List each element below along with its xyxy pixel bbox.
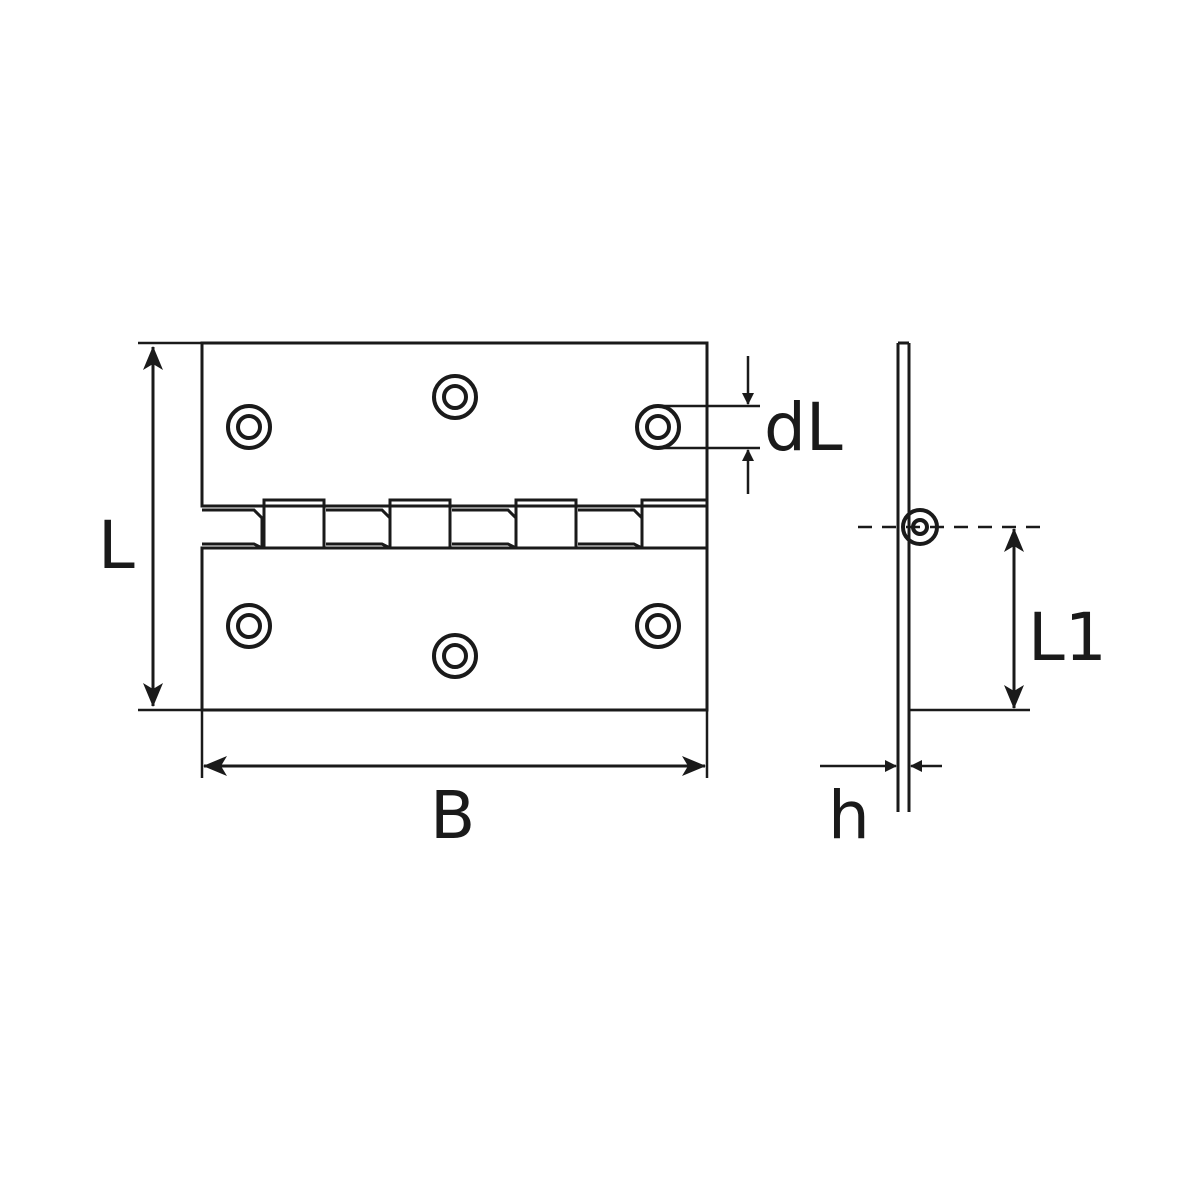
knuckle <box>452 508 518 550</box>
knuckle <box>514 498 578 550</box>
screw-hole <box>635 603 681 649</box>
hinge-knuckle-band <box>202 498 709 550</box>
dimension-label-thickness: h <box>828 777 870 854</box>
knuckle <box>388 498 452 550</box>
knuckle <box>262 498 326 550</box>
dimension-label-pin-to-edge: L1 <box>1028 599 1107 676</box>
screw-hole <box>432 633 478 679</box>
dimension-thickness: h <box>820 760 942 854</box>
hinge-top-leaf <box>200 341 709 508</box>
knuckle <box>640 498 709 550</box>
screw-hole <box>226 404 272 450</box>
hinge-side-view <box>858 341 1045 812</box>
dimension-hole-diameter: dL <box>658 356 843 494</box>
knuckle <box>578 508 644 550</box>
screw-hole <box>432 374 478 420</box>
hinge-bottom-leaf <box>200 546 709 712</box>
dimension-width: B <box>200 710 709 854</box>
screw-hole <box>635 404 681 450</box>
screw-hole <box>226 603 272 649</box>
dimension-length: L <box>98 341 202 712</box>
dimension-label-hole-diameter: dL <box>764 389 843 466</box>
dimension-label-width: B <box>430 777 475 854</box>
knuckle <box>326 508 392 550</box>
hinge-front-view <box>200 341 709 712</box>
dimension-pin-to-edge: L1 <box>909 528 1107 712</box>
dimension-label-length: L <box>98 507 135 584</box>
knuckle <box>202 508 264 550</box>
